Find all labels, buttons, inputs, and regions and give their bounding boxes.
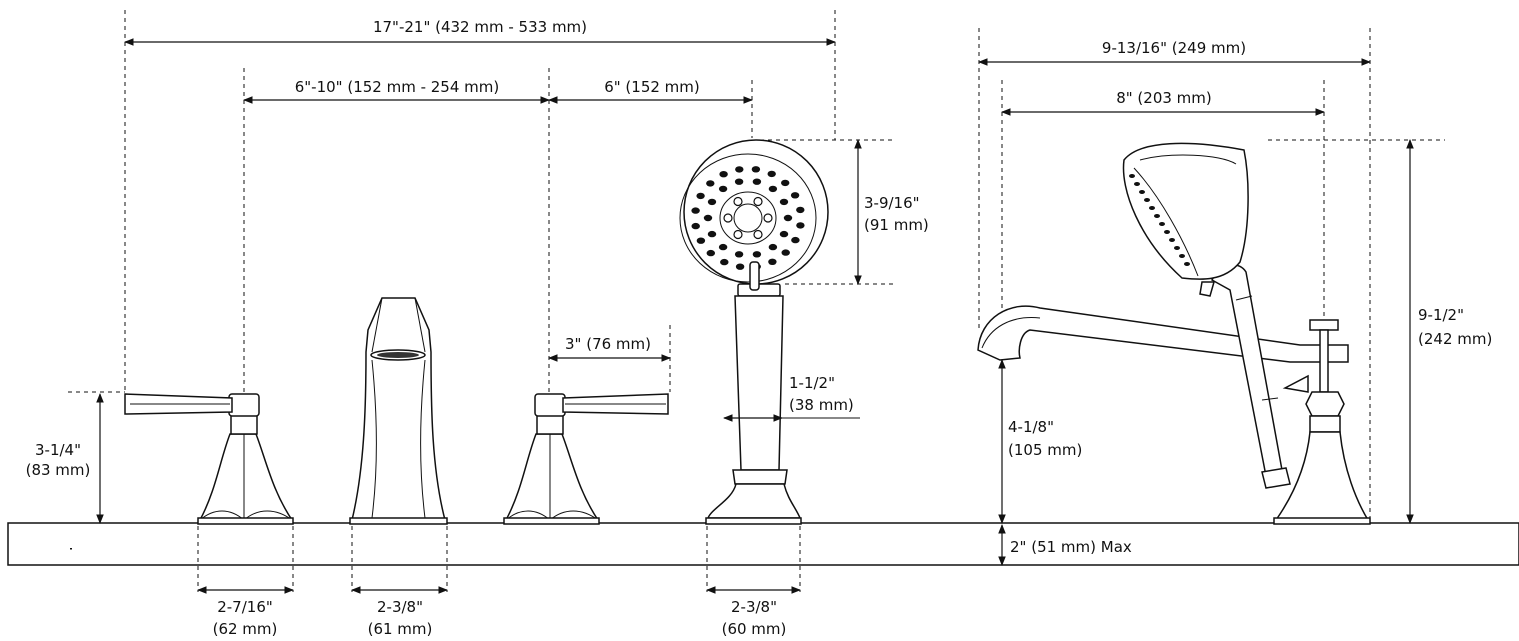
- spray-nozzle: [735, 166, 744, 173]
- side-spray-nozzle: [1129, 174, 1135, 178]
- label-base-handle-mm: (62 mm): [213, 620, 278, 638]
- center-nozzle: [723, 213, 733, 223]
- spray-nozzle: [707, 198, 717, 206]
- dimension-lines: [96, 38, 1414, 594]
- spray-nozzle: [783, 214, 793, 222]
- label-base-spout-in: 2-3/8": [377, 598, 423, 616]
- label-deck-thickness: 2" (51 mm) Max: [1010, 538, 1132, 556]
- label-total-height-in: 9-1/2": [1418, 306, 1464, 324]
- side-spray-nozzle: [1169, 238, 1175, 242]
- spray-nozzle: [719, 171, 728, 178]
- label-handle-reach: 3" (76 mm): [565, 335, 651, 353]
- center-nozzle: [733, 229, 743, 240]
- spray-nozzle: [796, 222, 805, 229]
- label-total-height-mm: (242 mm): [1418, 330, 1492, 348]
- side-spray-nozzle: [1174, 246, 1180, 250]
- right-handle: [503, 393, 669, 525]
- label-holder-dia-in: 1-1/2": [789, 374, 835, 392]
- spray-nozzle: [706, 249, 715, 257]
- label-handle-height-in: 3-1/4": [35, 441, 81, 459]
- center-nozzle: [763, 213, 773, 223]
- center-spout: [349, 297, 448, 525]
- deck-mark: [70, 548, 72, 550]
- label-head-height-in: 3-9/16": [864, 194, 920, 212]
- spray-nozzles: [691, 166, 805, 270]
- label-head-height-mm: (91 mm): [864, 216, 929, 234]
- spray-nozzle: [796, 206, 805, 214]
- spray-nozzle: [707, 230, 717, 238]
- spray-nozzle: [691, 207, 700, 214]
- label-spout-height-in: 4-1/8": [1008, 418, 1054, 436]
- side-spray-nozzle: [1139, 190, 1145, 194]
- label-spout-height-mm: (105 mm): [1008, 441, 1082, 459]
- center-nozzle: [753, 229, 763, 240]
- side-spray-nozzle: [1164, 230, 1170, 234]
- side-spray-nozzle: [1184, 262, 1190, 266]
- label-side-width: 9-13/16" (249 mm): [1102, 39, 1246, 57]
- spray-nozzle: [718, 243, 728, 251]
- side-spray-nozzle: [1149, 206, 1155, 210]
- spray-nozzle: [691, 222, 700, 230]
- label-handshower-offset: 6" (152 mm): [604, 78, 700, 96]
- handshower-holder: [705, 283, 802, 525]
- spray-nozzle: [768, 258, 777, 265]
- label-overall-width: 17"-21" (432 mm - 533 mm): [373, 18, 587, 36]
- spray-nozzle: [720, 258, 729, 266]
- spray-nozzle: [779, 198, 789, 206]
- label-base-spout-mm: (61 mm): [368, 620, 433, 638]
- spray-nozzle: [779, 230, 789, 238]
- label-handle-height-mm: (83 mm): [26, 461, 91, 479]
- side-spray-nozzles: [1129, 174, 1190, 266]
- left-handle: [124, 393, 294, 525]
- label-holder-dia-mm: (38 mm): [789, 396, 854, 414]
- handshower-head-front: [679, 139, 829, 291]
- spray-nozzle: [696, 237, 706, 244]
- spray-nozzle: [752, 178, 762, 185]
- label-base-holder-in: 2-3/8": [731, 598, 777, 616]
- label-handle-spacing: 6"-10" (152 mm - 254 mm): [295, 78, 500, 96]
- label-base-handle-in: 2-7/16": [217, 598, 273, 616]
- spray-nozzle: [752, 251, 762, 258]
- spray-nozzle: [734, 251, 744, 258]
- center-nozzle: [733, 196, 743, 207]
- side-spray-nozzle: [1159, 222, 1165, 226]
- side-spray-nozzle: [1134, 182, 1140, 186]
- dimension-labels: 17"-21" (432 mm - 533 mm) 6"-10" (152 mm…: [26, 18, 1493, 638]
- spray-nozzle: [790, 192, 800, 199]
- side-spray-nozzle: [1154, 214, 1160, 218]
- spray-nozzle: [703, 214, 713, 222]
- spray-nozzle: [751, 166, 761, 173]
- label-spout-reach: 8" (203 mm): [1116, 89, 1212, 107]
- spray-nozzle: [706, 180, 715, 187]
- center-nozzle: [753, 196, 763, 207]
- spray-nozzle: [791, 236, 800, 244]
- side-spray-nozzle: [1144, 198, 1150, 202]
- deck: [7, 522, 1519, 566]
- spray-nozzle: [767, 170, 776, 178]
- spray-nozzle: [734, 178, 744, 185]
- spray-nozzle: [781, 249, 790, 256]
- spray-nozzle: [735, 263, 745, 270]
- label-base-holder-mm: (60 mm): [722, 620, 787, 638]
- spray-nozzle: [718, 185, 728, 193]
- spray-nozzle: [768, 243, 778, 251]
- spray-nozzle: [768, 185, 778, 193]
- spray-nozzle: [781, 179, 790, 187]
- side-view-assembly: [977, 142, 1371, 525]
- side-spray-nozzle: [1179, 254, 1185, 258]
- spray-nozzle: [696, 192, 705, 200]
